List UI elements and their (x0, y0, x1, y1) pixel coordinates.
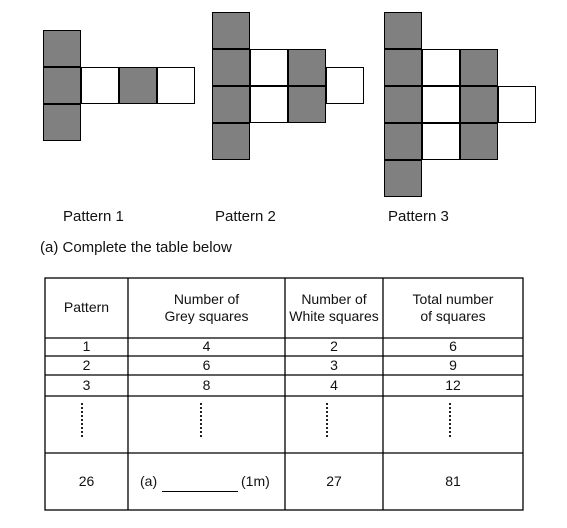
grey-square (384, 123, 422, 160)
answer-blank[interactable] (162, 491, 238, 492)
header-pattern: Pattern (63, 299, 110, 316)
grey-square (384, 160, 422, 197)
question-text: (a) Complete the table below (40, 239, 232, 256)
table-cell: 8 (202, 376, 211, 393)
continuation-dots (200, 403, 202, 437)
header-total-squares: Total number of squares (412, 290, 494, 325)
grey-square (384, 12, 422, 49)
grey-square (43, 30, 81, 67)
grey-square (212, 12, 250, 49)
grey-square (460, 86, 498, 123)
white-square (250, 49, 288, 86)
marks-label: (1m) (241, 473, 270, 489)
grey-square (384, 49, 422, 86)
grey-square (43, 104, 81, 141)
white-square (422, 49, 460, 86)
pattern-1-label: Pattern 1 (63, 208, 124, 225)
table-cell: 9 (449, 356, 457, 373)
header-grey-squares: Number of Grey squares (164, 290, 249, 325)
table-cell: 2 (82, 356, 91, 373)
white-square (81, 67, 119, 104)
table-cell: 2 (330, 338, 338, 355)
white-square (422, 86, 460, 123)
table-cell: 81 (445, 472, 461, 489)
header-white-squares: Number of White squares (289, 290, 379, 325)
grey-square (288, 49, 326, 86)
grey-square (460, 49, 498, 86)
grey-square (212, 86, 250, 123)
pattern-2-label: Pattern 2 (215, 208, 276, 225)
table-border (44, 277, 524, 511)
table-cell: 26 (78, 472, 95, 489)
white-square (157, 67, 195, 104)
table-cell: 4 (202, 338, 211, 355)
grey-square (384, 86, 422, 123)
white-square (326, 67, 364, 104)
answer-prefix: (a) (140, 473, 158, 489)
table-cell: 12 (445, 376, 461, 393)
pattern-3-label: Pattern 3 (388, 208, 449, 225)
grey-square (43, 67, 81, 104)
table-cell: 4 (330, 376, 338, 393)
table-cell: 27 (326, 472, 342, 489)
white-square (422, 123, 460, 160)
white-square (498, 86, 536, 123)
table-cell: 3 (330, 356, 338, 373)
table-cell: 6 (449, 338, 457, 355)
grey-square (288, 86, 326, 123)
continuation-dots (449, 403, 451, 437)
continuation-dots (81, 403, 83, 437)
table-cell: 6 (202, 356, 211, 373)
grey-square (212, 49, 250, 86)
table-cell: 1 (82, 338, 91, 355)
grey-square (212, 123, 250, 160)
continuation-dots (326, 403, 328, 437)
grey-square (119, 67, 157, 104)
table-cell: 3 (82, 376, 91, 393)
white-square (250, 86, 288, 123)
grey-square (460, 123, 498, 160)
